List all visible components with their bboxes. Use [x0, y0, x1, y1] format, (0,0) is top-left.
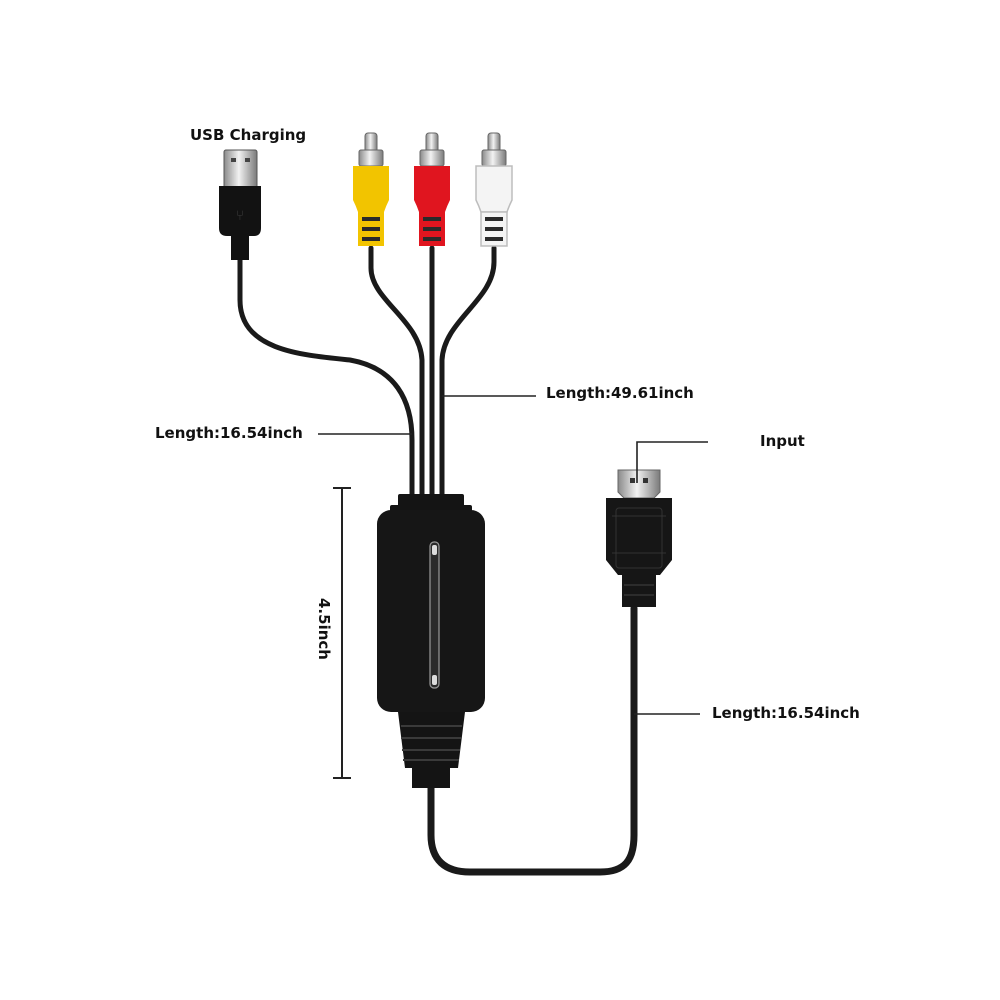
usb-length-label: Length:16.54inch — [155, 424, 303, 442]
rca-length-label: Length:49.61inch — [546, 384, 694, 402]
converter-box-top-collar — [398, 494, 464, 508]
usb-plug-metal — [223, 149, 258, 189]
box-height-label: 4.5inch — [315, 598, 333, 660]
converter-box-led-slot — [429, 541, 440, 689]
rca-white-cable — [439, 245, 497, 499]
rca-yellow-cable — [368, 245, 425, 499]
usb-plug: ⑂ — [219, 149, 261, 260]
rca-yellow-body — [353, 166, 389, 212]
usb-charging-label: USB Charging — [190, 126, 307, 144]
usb-plug-body — [219, 186, 261, 236]
hdmi-plug — [606, 469, 672, 607]
hdmi-plug-metal — [617, 469, 661, 499]
rca-red-plug — [414, 132, 450, 246]
rca-white-plug — [475, 132, 513, 247]
usb-icon: ⑂ — [236, 208, 244, 224]
rca-red-body — [414, 166, 450, 212]
leader-lines — [318, 395, 708, 715]
rca-yellow-plug — [353, 132, 389, 246]
input-label: Input — [760, 432, 805, 450]
usb-cable — [237, 255, 415, 499]
converter-box — [377, 494, 485, 788]
rca-white-body — [475, 165, 513, 213]
hdmi-length-label: Length:16.54inch — [712, 704, 860, 722]
leader-line-input — [636, 441, 708, 483]
dimension-marker-box-height — [333, 487, 351, 779]
hdmi-plug-body — [606, 498, 672, 575]
hdmi-cable — [427, 604, 638, 876]
